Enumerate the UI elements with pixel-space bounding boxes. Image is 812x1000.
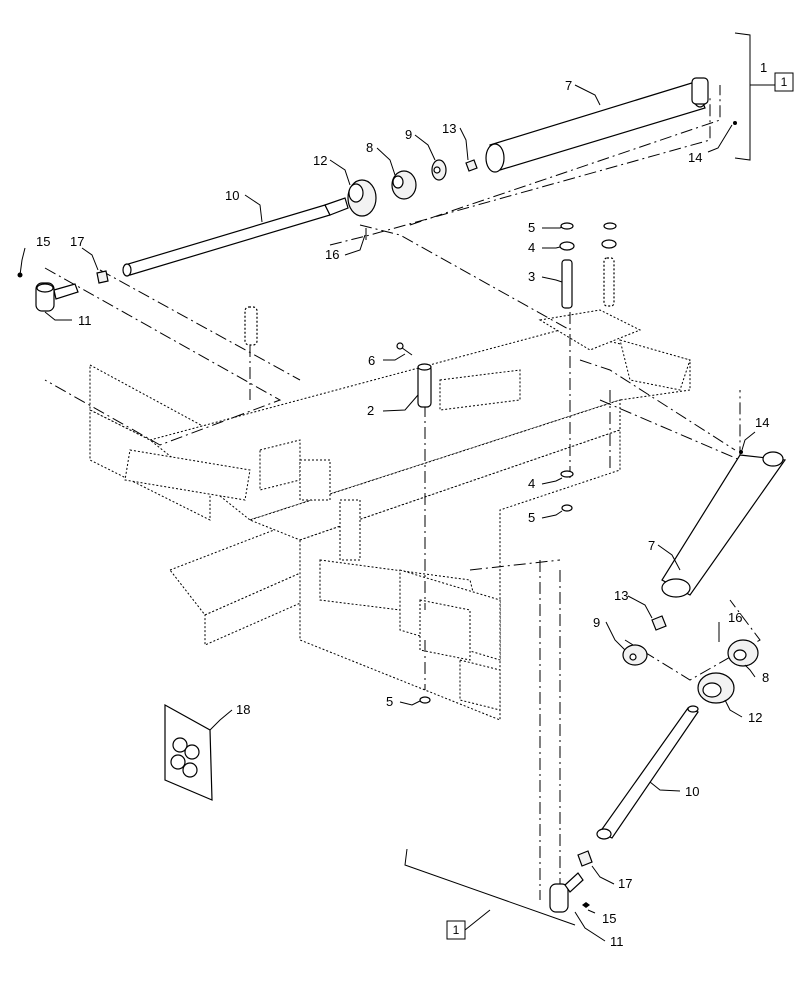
bottom-bracket-leader <box>464 909 491 931</box>
lower-piston-rod <box>596 705 699 840</box>
callout-4-upper: 4 <box>528 240 535 255</box>
callout-6: 6 <box>368 353 375 368</box>
clip-5-right <box>603 222 617 230</box>
callout-14-upper: 14 <box>688 150 702 165</box>
upper-nut-13 <box>465 159 478 172</box>
callout-9-upper: 9 <box>405 127 412 142</box>
lynch-pin-6 <box>396 342 413 356</box>
callout-5-middle: 5 <box>528 510 535 525</box>
washer-4-lower <box>560 470 574 478</box>
washer-4-left <box>559 241 575 251</box>
callout-3: 3 <box>528 269 535 284</box>
callout-14-lower: 14 <box>755 415 769 430</box>
callout-2: 2 <box>367 403 374 418</box>
upper-gland-8 <box>391 170 417 200</box>
callout-13-lower: 13 <box>614 588 628 603</box>
lower-gland-8 <box>727 639 759 667</box>
callout-11-upper: 11 <box>78 313 92 328</box>
guide-lines <box>44 85 761 900</box>
leader-lines <box>19 84 756 942</box>
callout-12-lower: 12 <box>748 710 762 725</box>
assembly-box-top-label: 1 <box>781 75 788 89</box>
lower-piston-9 <box>622 644 648 666</box>
callout-16-upper: 16 <box>325 247 339 262</box>
upper-fitting-14 <box>733 121 737 125</box>
pin-3-right <box>603 257 615 307</box>
upper-cylinder-barrel <box>485 77 709 173</box>
pin-left-dotted <box>244 306 258 346</box>
callout-10-lower: 10 <box>685 784 699 799</box>
assembly-box-bottom: 1 <box>446 920 466 940</box>
pin-2 <box>417 363 432 408</box>
main-frame <box>89 309 691 721</box>
callout-10-upper: 10 <box>225 188 239 203</box>
callout-11-lower: 11 <box>610 934 624 949</box>
callout-8-lower: 8 <box>762 670 769 685</box>
callout-labels: 1 2 3 4 4 5 5 5 6 7 7 8 8 9 9 10 10 11 1… <box>36 60 769 949</box>
lower-nut-13 <box>651 615 667 631</box>
callout-16-lower: 16 <box>728 610 742 625</box>
upper-rod-end-11 <box>35 282 79 312</box>
lower-nut-17 <box>577 850 593 867</box>
callout-12-upper: 12 <box>313 153 327 168</box>
callout-8-upper: 8 <box>366 140 373 155</box>
callout-15-lower: 15 <box>602 911 616 926</box>
callout-15-upper: 15 <box>36 234 50 249</box>
callout-5-bottom: 5 <box>386 694 393 709</box>
callout-13-upper: 13 <box>442 121 456 136</box>
callout-4-lower: 4 <box>528 476 535 491</box>
lower-cylinder-barrel <box>661 451 787 598</box>
lower-gland-nut-12 <box>697 672 735 704</box>
upper-piston-9 <box>431 159 447 181</box>
upper-piston-rod <box>122 197 349 277</box>
pin-3-left <box>561 259 573 309</box>
clip-5-left <box>560 222 574 230</box>
callout-7-lower: 7 <box>648 538 655 553</box>
assembly-box-top: 1 <box>774 72 794 92</box>
callout-17-lower: 17 <box>618 876 632 891</box>
top-assembly-bracket <box>734 32 751 161</box>
assembly-box-bottom-label: 1 <box>453 923 460 937</box>
callout-5-upper: 5 <box>528 220 535 235</box>
callout-7-upper: 7 <box>565 78 572 93</box>
callout-1: 1 <box>760 60 767 75</box>
seal-kit-bag-18 <box>164 703 213 801</box>
washer-4-right <box>601 239 617 249</box>
callout-17-upper: 17 <box>70 234 84 249</box>
upper-gland-nut-12 <box>347 179 377 217</box>
lower-fitting-14 <box>739 450 743 454</box>
callout-9-lower: 9 <box>593 615 600 630</box>
callout-18: 18 <box>236 702 250 717</box>
clip-5-bottom <box>419 696 431 704</box>
lower-rod-end-11 <box>549 872 584 913</box>
clip-5-lower <box>561 504 573 512</box>
bottom-assembly-bracket <box>404 848 576 926</box>
upper-nut-17 <box>96 270 109 284</box>
lower-grease-fitting-15 <box>582 902 590 908</box>
